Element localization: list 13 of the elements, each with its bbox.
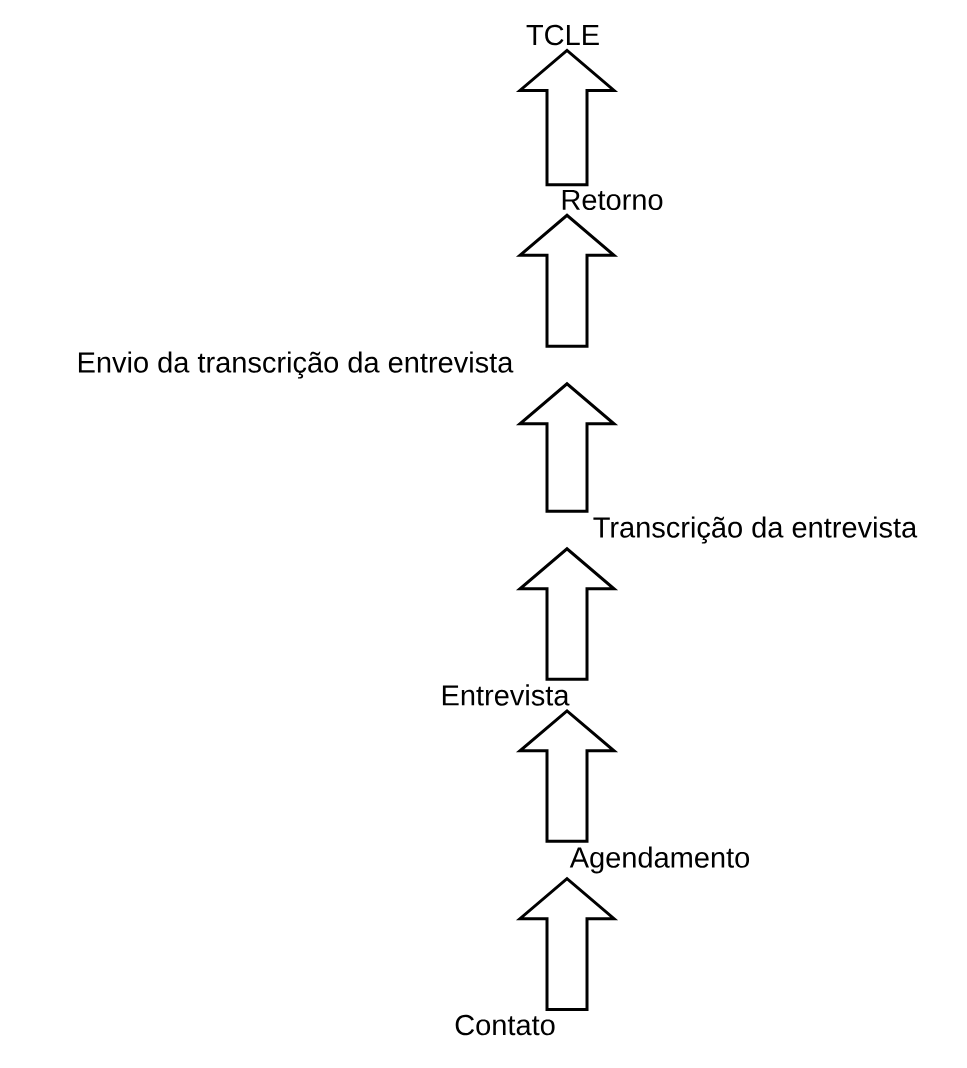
block-arrow — [515, 213, 619, 348]
block-arrow — [515, 546, 619, 681]
step-label: Contato — [455, 1014, 555, 1036]
block-arrow — [515, 381, 619, 513]
step-label: Agendamento — [569, 846, 750, 874]
block-arrow — [515, 876, 619, 1012]
step-label: Transcrição da entrevista — [593, 516, 918, 544]
step-label: Envio da transcrição da entrevista — [78, 351, 514, 379]
step-label: TCLE — [526, 24, 599, 46]
block-arrow — [515, 708, 619, 843]
step-label: Retorno — [562, 189, 663, 211]
step-label: Entrevista — [442, 684, 570, 706]
block-arrow — [515, 48, 619, 187]
